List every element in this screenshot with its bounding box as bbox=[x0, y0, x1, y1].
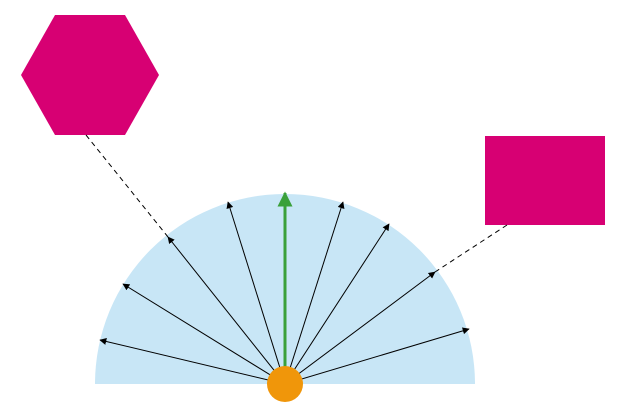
source-point bbox=[267, 366, 303, 402]
ray-arrow bbox=[284, 327, 470, 385]
ray-arrow bbox=[284, 271, 436, 385]
rectangle-shape bbox=[485, 136, 605, 225]
rays-group bbox=[99, 191, 470, 385]
ray-arrow bbox=[122, 283, 286, 385]
ray-arrow bbox=[284, 223, 390, 385]
hexagon-shape bbox=[21, 15, 159, 135]
ray-arrow bbox=[226, 201, 286, 385]
dashed-connector-hexagon bbox=[85, 134, 169, 238]
ray-arrow bbox=[167, 236, 286, 385]
ray-arrow bbox=[99, 338, 286, 385]
dashed-connector-rectangle bbox=[434, 224, 508, 273]
ray-arrow bbox=[284, 201, 345, 385]
